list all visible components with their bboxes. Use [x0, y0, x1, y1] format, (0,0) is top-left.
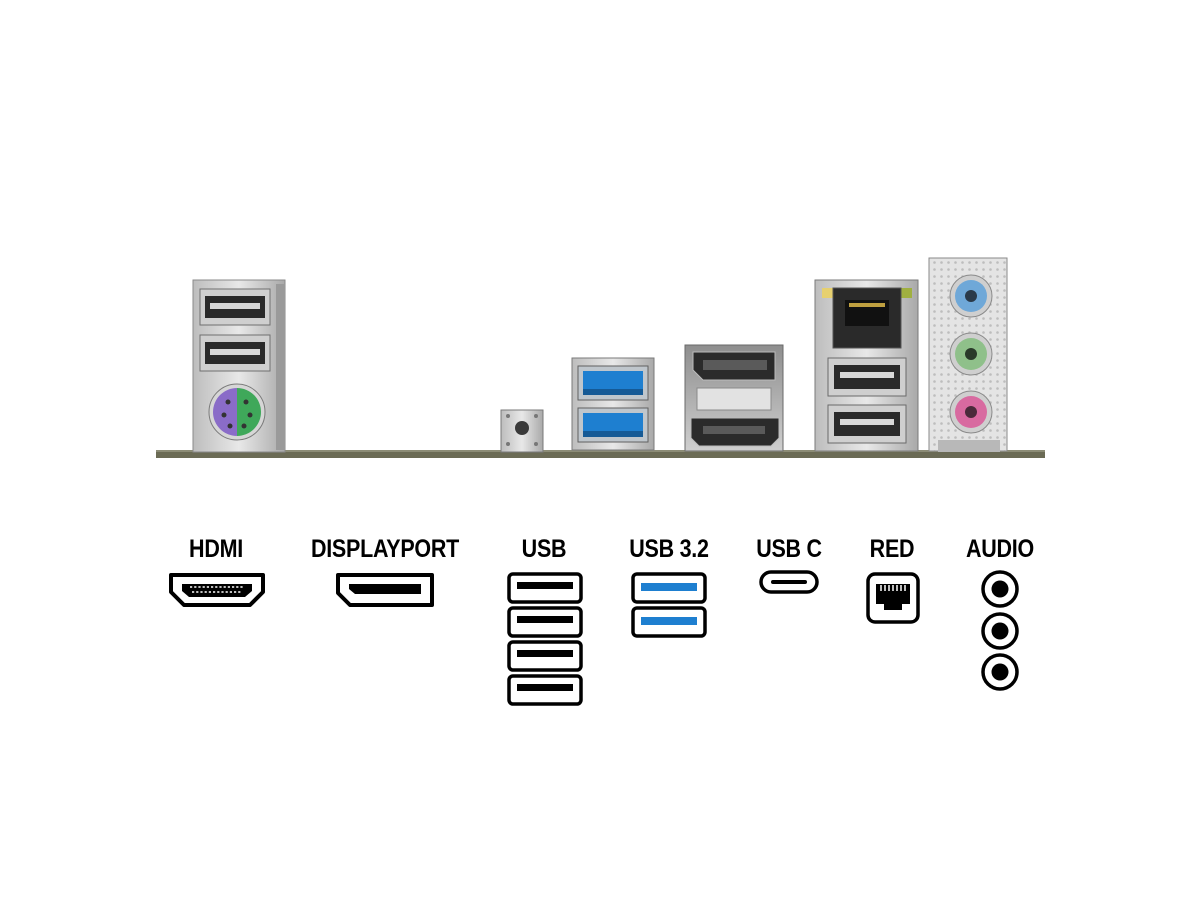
displayport-icon: [336, 573, 434, 607]
audio-jack-icon: [981, 612, 1019, 650]
ps2-usb-stack: [192, 279, 286, 453]
audio-jack-icon: [981, 653, 1019, 691]
usb32-icon: [631, 606, 707, 638]
label-displayport: DISPLAYPORT: [310, 535, 460, 563]
audio-stack: [928, 257, 1008, 452]
label-usb: USB: [521, 535, 567, 563]
label-audio: AUDIO: [966, 535, 1034, 563]
usb32-icon: [631, 572, 707, 604]
usb-c-icon: [759, 570, 819, 594]
label-usb32: USB 3.2: [629, 535, 709, 563]
ethernet-icon: [866, 572, 920, 624]
label-red: RED: [869, 535, 915, 563]
pcb-edge: [156, 451, 1045, 458]
audio-jack-icon: [981, 570, 1019, 608]
usb-icon: [507, 572, 583, 604]
dp-hdmi-stack: [684, 344, 784, 452]
usb32-stack: [571, 357, 655, 451]
usb-icon: [507, 606, 583, 638]
hdmi-icon: [169, 573, 265, 607]
rear-io-panel: [156, 257, 1045, 458]
lan-usb-stack: [814, 279, 919, 452]
usb-icon: [507, 674, 583, 706]
usb-icon: [507, 640, 583, 672]
label-hdmi: HDMI: [189, 535, 243, 563]
label-usbc: USB C: [756, 535, 822, 563]
bios-button: [500, 409, 544, 453]
